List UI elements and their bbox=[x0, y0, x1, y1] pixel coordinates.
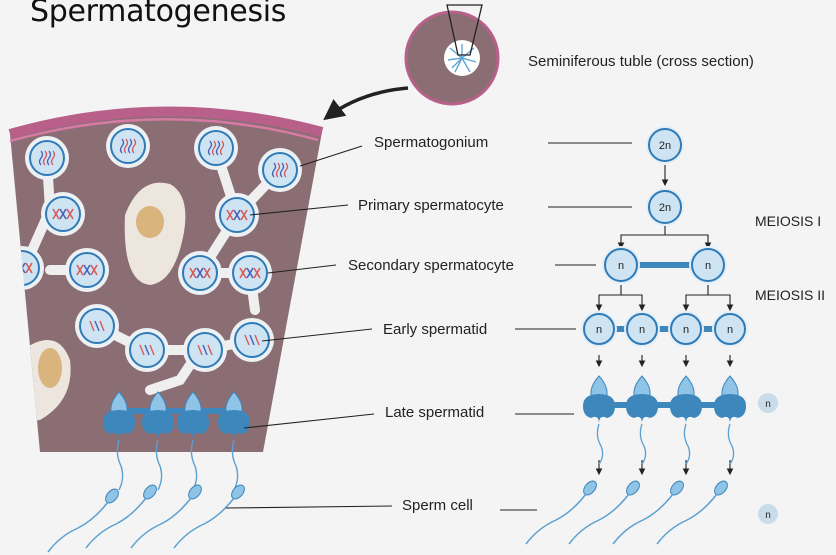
germ-cell bbox=[125, 328, 169, 372]
scheme-secondary-spermatocyte: n bbox=[689, 246, 727, 284]
svg-text:n: n bbox=[596, 324, 602, 336]
zoom-arrow bbox=[323, 86, 409, 121]
germ-cell bbox=[41, 192, 85, 236]
scheme-early-spermatid: n bbox=[581, 311, 617, 347]
stage-label-secondary-spermatocyte: Secondary spermatocyte bbox=[348, 257, 514, 274]
svg-text:2n: 2n bbox=[659, 202, 671, 214]
germ-cell bbox=[228, 251, 272, 295]
svg-text:n: n bbox=[705, 260, 711, 272]
germ-cell bbox=[230, 318, 274, 362]
sperm-cell bbox=[173, 484, 245, 549]
late-spermatid bbox=[177, 391, 209, 440]
tubule-cross-section bbox=[404, 4, 500, 106]
svg-text:n: n bbox=[765, 510, 771, 521]
sperm-cell bbox=[47, 488, 119, 553]
scheme-primary-spermatocyte: 2n bbox=[646, 188, 684, 226]
phase-label-meiosis-1: MEIOSIS I bbox=[755, 213, 822, 229]
scheme-late-spermatid bbox=[670, 375, 702, 424]
stage-label-sperm-cell: Sperm cell bbox=[402, 497, 473, 514]
late-spermatid bbox=[218, 391, 250, 440]
scheme-late-spermatid bbox=[714, 375, 746, 424]
scheme-sperm-cell bbox=[568, 480, 640, 545]
late-spermatid bbox=[142, 391, 174, 440]
scheme-late-spermatid-row bbox=[583, 375, 746, 465]
svg-text:n: n bbox=[683, 324, 689, 336]
stage-label-late-spermatid: Late spermatid bbox=[385, 404, 485, 421]
scheme-early-spermatid: n bbox=[712, 311, 748, 347]
scheme-secondary-spermatocyte: n bbox=[602, 246, 640, 284]
scheme-sperm-cell bbox=[656, 480, 728, 545]
tubule-label: Seminiferous tuble (cross section) bbox=[528, 53, 754, 70]
page-title: Spermatogenesis bbox=[30, 0, 287, 29]
germ-cell bbox=[25, 136, 69, 180]
late-spermatid-row bbox=[103, 391, 250, 491]
scheme-late-spermatid bbox=[626, 375, 658, 424]
germ-cell bbox=[194, 126, 238, 170]
ploidy-badge-late-spermatid: n bbox=[758, 393, 778, 413]
germ-cell bbox=[178, 251, 222, 295]
germ-cell bbox=[75, 304, 119, 348]
svg-text:n: n bbox=[765, 399, 771, 410]
germ-cell bbox=[106, 124, 150, 168]
scheme-late-spermatid bbox=[583, 375, 615, 424]
phase-label-meiosis-2: MEIOSIS II bbox=[755, 287, 826, 303]
scheme-spermatogonium: 2n bbox=[646, 126, 684, 164]
germ-cell bbox=[10, 246, 44, 290]
ploidy-badge-sperm: n bbox=[758, 504, 778, 524]
germ-cell bbox=[65, 248, 109, 292]
svg-text:n: n bbox=[727, 324, 733, 336]
scheme-early-spermatid: n bbox=[668, 311, 704, 347]
germ-cell bbox=[258, 148, 302, 192]
germ-cell bbox=[183, 328, 227, 372]
late-spermatid bbox=[103, 391, 135, 440]
stage-label-primary-spermatocyte: Primary spermatocyte bbox=[358, 197, 504, 214]
stage-label-spermatogonium: Spermatogonium bbox=[374, 134, 489, 151]
svg-text:n: n bbox=[618, 260, 624, 272]
scheme-sperm-cell bbox=[525, 480, 597, 545]
sperm-cell bbox=[85, 484, 157, 549]
sperm-cell bbox=[130, 484, 202, 549]
scheme-sperm-cell bbox=[612, 480, 684, 545]
scheme-early-spermatid: n bbox=[624, 311, 660, 347]
germ-cell bbox=[215, 193, 259, 237]
stage-label-early-spermatid: Early spermatid bbox=[383, 321, 488, 338]
svg-text:n: n bbox=[639, 324, 645, 336]
svg-text:2n: 2n bbox=[659, 140, 671, 152]
flow-connectors bbox=[595, 165, 734, 312]
